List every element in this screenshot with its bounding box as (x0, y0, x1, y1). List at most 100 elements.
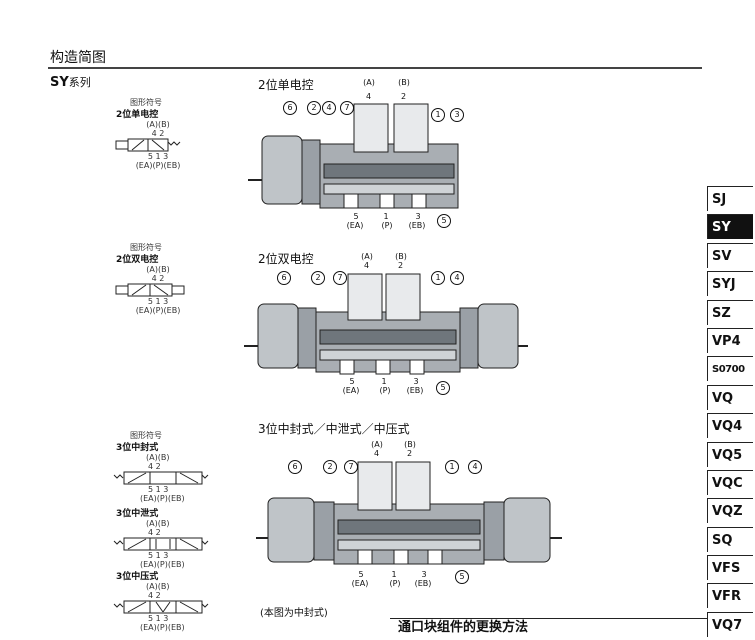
valve-symbol-3pos-pressure (113, 600, 209, 614)
callout-1: 1 (445, 460, 459, 474)
callout-6: 6 (283, 101, 297, 115)
tab-vq4[interactable]: VQ4 (707, 413, 753, 439)
callout-5: 5 (437, 214, 451, 228)
tab-vqz[interactable]: VQZ (707, 498, 753, 524)
symbol-name: 2位单电控 (116, 110, 159, 120)
symbol-ports-bottom: (EA)(P)(EB) (140, 623, 185, 632)
port-num-a: 4 (374, 449, 380, 458)
valve-cross-section-single (248, 103, 459, 209)
callout-7: 7 (333, 271, 347, 285)
series-heading: SY系列 (50, 74, 91, 90)
callout-2: 2 (323, 460, 337, 474)
symbol-ports-bottom-num: 5 1 3 (148, 551, 169, 560)
symbol-name: 3位中封式 (116, 443, 159, 453)
title-divider (48, 67, 702, 69)
symbol-ports-top-num: 4 2 (148, 591, 161, 600)
symbol-ports-bottom: (EA)(P)(EB) (135, 306, 181, 315)
bottom-port-num: 5 (353, 212, 359, 221)
callout-4: 4 (468, 460, 482, 474)
symbol-ports-top: (A)(B) (146, 265, 170, 274)
symbol-ports-bottom: (EA)(P)(EB) (135, 161, 181, 170)
bottom-port-num: 3 (413, 377, 419, 386)
diagram-note: (本图为中封式) (260, 608, 328, 619)
port-label-a: (A) (361, 252, 373, 261)
port-num-a: 4 (366, 92, 372, 101)
symbol-ports-bottom: (EA)(P)(EB) (140, 560, 185, 569)
callout-1: 1 (431, 271, 445, 285)
callout-2: 2 (307, 101, 321, 115)
valve-symbol-2pos-single (115, 138, 181, 152)
bottom-port-name: (EB) (408, 221, 426, 230)
symbol-block-pressure-center: 3位中压式 (A)(B) 4 2 5 1 3 (EA)(P)(EB) (112, 569, 212, 632)
section-heading-replacement: 通口块组件的更换方法 (390, 618, 708, 639)
callout-3: 3 (450, 108, 464, 122)
callout-6: 6 (288, 460, 302, 474)
tab-sq[interactable]: SQ (707, 526, 753, 552)
tab-sv[interactable]: SV (707, 242, 753, 268)
bottom-port-num: 3 (415, 212, 421, 221)
bottom-port-name: (EA) (342, 386, 360, 395)
port-label-a: (A) (371, 440, 383, 449)
section-title: 构造简图 (50, 50, 106, 66)
tab-vq5[interactable]: VQ5 (707, 441, 753, 467)
callout-7: 7 (340, 101, 354, 115)
tab-vfs[interactable]: VFS (707, 555, 753, 581)
callout-6: 6 (277, 271, 291, 285)
symbol-ports-top-num: 4 2 (151, 274, 165, 283)
symbol-ports-top-num: 4 2 (148, 462, 161, 471)
callout-4: 4 (450, 271, 464, 285)
symbol-ports-bottom-num: 5 1 3 (147, 152, 169, 161)
bottom-port-name: (P) (389, 579, 401, 588)
bottom-port-num: 5 (349, 377, 355, 386)
callout-4: 4 (322, 101, 336, 115)
callout-2: 2 (311, 271, 325, 285)
bottom-port-num: 1 (383, 212, 389, 221)
valve-symbol-3pos-exhaust (113, 537, 209, 551)
symbol-ports-top: (A)(B) (146, 120, 170, 129)
tab-sz[interactable]: SZ (707, 299, 753, 325)
bottom-port-num: 1 (391, 570, 397, 579)
port-num-b: 2 (398, 261, 404, 270)
bottom-port-name: (EA) (346, 221, 364, 230)
port-label-b: (B) (404, 440, 416, 449)
bottom-port-num: 3 (421, 570, 427, 579)
valve-cross-section-3pos (256, 461, 562, 565)
tab-vfr[interactable]: VFR (707, 583, 753, 609)
symbol-ports-top-num: 4 2 (151, 129, 165, 138)
tab-vp4[interactable]: VP4 (707, 327, 753, 353)
port-num-b: 2 (407, 449, 413, 458)
symbol-ports-bottom-num: 5 1 3 (148, 614, 169, 623)
bottom-port-name: (EB) (414, 579, 432, 588)
symbol-ports-top: (A)(B) (146, 453, 170, 462)
bottom-port-num: 5 (358, 570, 364, 579)
tab-sy[interactable]: SY (707, 214, 753, 240)
symbol-ports-top: (A)(B) (146, 582, 170, 591)
callout-1: 1 (431, 108, 445, 122)
symbol-ports-bottom-num: 5 1 3 (147, 297, 169, 306)
symbol-block-exhaust-center: 3位中泄式 (A)(B) 4 2 5 1 3 (EA)(P)(EB) (112, 506, 212, 569)
tab-sj[interactable]: SJ (707, 186, 753, 211)
bottom-port-name: (EB) (406, 386, 424, 395)
callout-5: 5 (436, 381, 450, 395)
port-num-a: 4 (364, 261, 370, 270)
symbol-block-closed-center: 图形符号 3位中封式 (A)(B) 4 2 5 1 3 (EA)(P)(EB) (112, 431, 212, 503)
tab-vqc[interactable]: VQC (707, 469, 753, 495)
symbol-name: 2位双电控 (116, 255, 159, 265)
symbol-group-label: 图形符号 (130, 431, 162, 440)
port-label-a: (A) (363, 78, 375, 87)
diagram-title: 2位双电控 (258, 252, 314, 266)
symbol-name: 3位中泄式 (116, 509, 159, 519)
symbol-group-label: 图形符号 (130, 243, 162, 252)
valve-cross-section-double (244, 273, 528, 375)
tab-vq[interactable]: VQ (707, 384, 753, 410)
symbol-ports-top: (A)(B) (146, 519, 170, 528)
callout-7: 7 (344, 460, 358, 474)
tab-vq7[interactable]: VQ7 (707, 611, 753, 637)
bottom-port-num: 1 (381, 377, 387, 386)
tab-syj[interactable]: SYJ (707, 271, 753, 297)
port-label-b: (B) (398, 78, 410, 87)
diagram-title: 3位中封式／中泄式／中压式 (258, 422, 410, 436)
tab-s0700[interactable]: S0700 (707, 356, 753, 382)
port-label-b: (B) (395, 252, 407, 261)
symbol-name: 3位中压式 (116, 572, 159, 582)
